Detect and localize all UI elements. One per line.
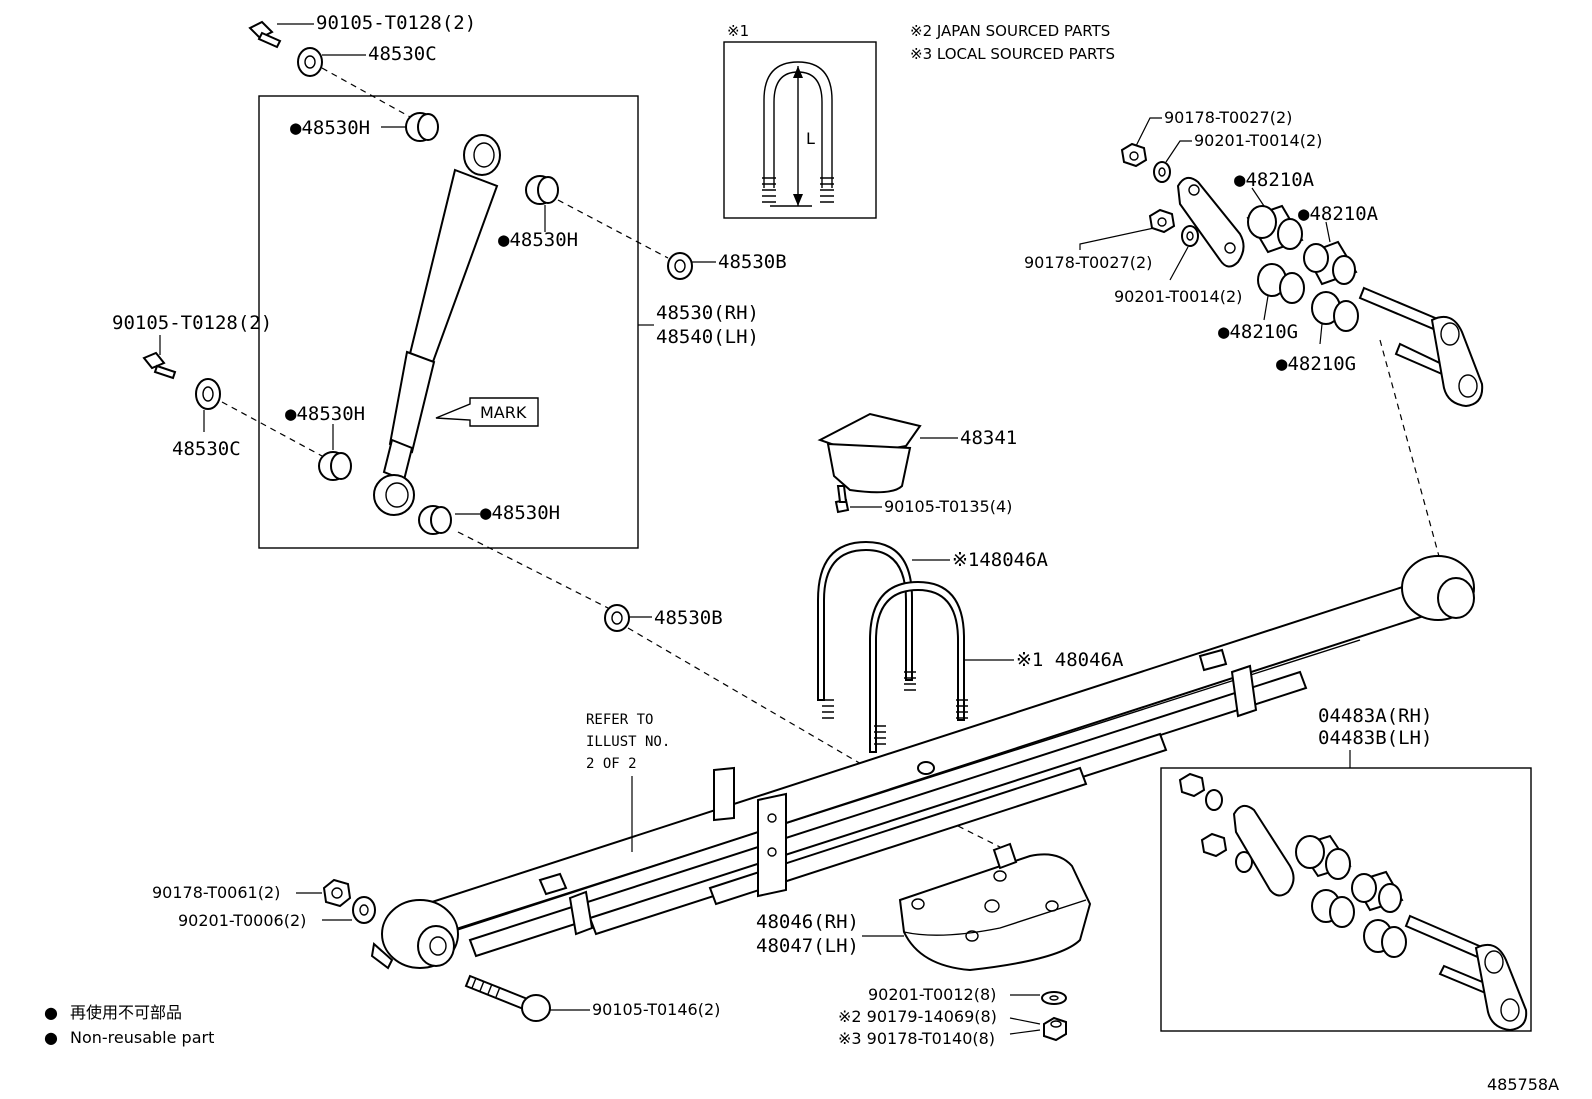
label-bushing-top-left: ●48530H [290,117,370,139]
washer-icon [1041,991,1067,1005]
label-bushing-low-left: ●48530H [285,403,365,425]
bushing-icon [1257,263,1305,304]
long-bolt-icon [464,974,551,1022]
label-u-bolt-1: ※148046A [952,549,1049,571]
label-nut-top1: 90178-T0027(2) [1164,108,1292,127]
label-washer-top2: 90201-T0014(2) [1114,287,1242,306]
label-bolt-left: 90105-T0128(2) [112,312,272,334]
label-bushing-g2: ●48210G [1276,353,1356,375]
nut-icon [1120,142,1148,168]
u-bolt-icon [817,540,968,753]
bolt-icon [248,20,282,49]
shock-absorber-group-box [258,95,639,549]
label-washer-top: 48530C [368,43,437,65]
label-shackle-lh: 04483B(LH) [1318,727,1432,749]
note-local-sourced: ※3 LOCAL SOURCED PARTS [910,45,1115,63]
bolt-icon [142,351,177,380]
label-bushing-a1: ●48210A [1234,169,1315,191]
bushing-icon [318,451,352,481]
label-u-bolt-2: ※1 48046A [1016,649,1124,671]
inset-ref-mark: ※1 [727,22,749,40]
refer-text-line-1: REFER TO [586,712,653,728]
legend-non-reusable-en: Non-reusable part [70,1028,214,1047]
label-bump-stopper-bolt: 90105-T0135(4) [884,497,1012,516]
shackle-kit-box [1160,767,1532,1032]
label-bushing-g1: ●48210G [1218,321,1298,343]
bushing-icon [405,112,439,142]
shackle-plate-icon [1176,176,1245,268]
inset-ubolt-box: ※1 L [723,22,877,219]
washer-icon [1181,225,1199,247]
shackle-kit-parts [1178,772,1528,1032]
label-nut-seat-local: ※3 90178-T0140(8) [838,1029,995,1048]
washer-icon [1153,161,1171,183]
leaf-spring-icon [370,555,1475,970]
washer-icon [667,252,693,280]
bushing-icon [525,175,559,205]
label-washer-top1: 90201-T0014(2) [1194,131,1322,150]
label-nut-top2: 90178-T0027(2) [1024,253,1152,272]
label-washer-b-lower: 48530B [654,607,723,629]
washer-icon [195,378,221,410]
label-washer-front: 90201-T0006(2) [178,911,306,930]
ubolt-length-label: L [806,129,815,148]
refer-text-line-2: ILLUST NO. [586,734,670,750]
note-japan-sourced: ※2 JAPAN SOURCED PARTS [910,22,1110,40]
mark-callout: MARK [435,397,539,427]
washer-icon [352,896,376,924]
label-washer-left: 48530C [172,438,241,460]
label-seat-lh: 48047(LH) [756,935,859,957]
label-shock-rh: 48530(RH) [656,302,759,324]
legend-bullet-jp: ● [44,1003,58,1022]
bushing-icon [1311,291,1359,332]
spring-seat-icon [898,842,1092,972]
washer-icon [297,47,323,77]
label-washer-seat: 90201-T0012(8) [868,985,996,1004]
refer-text-line-3: 2 OF 2 [586,756,637,772]
label-bushing-top-right: ●48530H [498,229,578,251]
label-seat-rh: 48046(RH) [756,911,859,933]
bump-stopper-icon [817,412,922,494]
label-nut-front: 90178-T0061(2) [152,883,280,902]
label-nut-seat-jp: ※2 90179-14069(8) [838,1007,997,1026]
shock-absorber-icon [373,134,501,516]
nut-icon [1043,1016,1067,1042]
label-bushing-low-right: ●48530H [480,502,560,524]
label-front-bolt: 90105-T0146(2) [592,1000,720,1019]
diagram-id: 485758A [1487,1075,1559,1094]
label-washer-b-upper: 48530B [718,251,787,273]
label-shock-lh: 48540(LH) [656,326,759,348]
label-bushing-a2: ●48210A [1298,203,1379,225]
label-bump-stopper: 48341 [960,427,1017,449]
label-bolt-top: 90105-T0128(2) [316,12,476,34]
svg-text:MARK: MARK [480,403,527,422]
bushing-icon [418,505,452,535]
bushing-icon [1246,204,1304,254]
shackle-bolt-icon [1358,286,1484,408]
bolt-icon [834,485,850,514]
washer-icon [604,604,630,632]
bushing-icon [1303,240,1358,286]
legend-bullet-en: ● [44,1028,58,1047]
legend-non-reusable-jp: 再使用不可部品 [70,1003,182,1022]
label-shackle-rh: 04483A(RH) [1318,705,1432,727]
nut-icon [322,878,352,908]
